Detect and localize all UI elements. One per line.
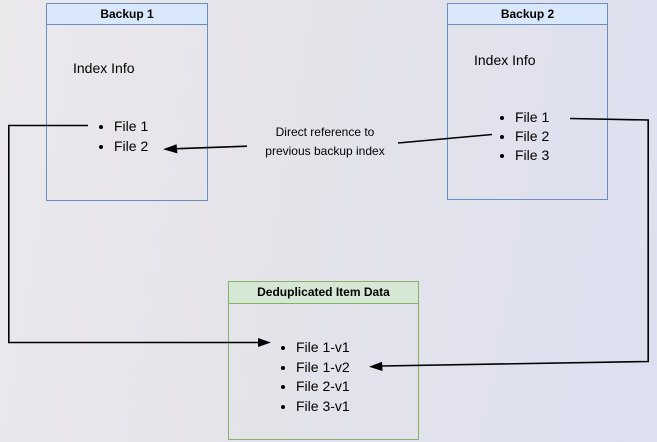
dedup-box: Deduplicated Item Data File 1-v1 File 1-… <box>228 281 419 440</box>
list-item: File 2 <box>515 127 549 146</box>
list-item: File 1-v1 <box>296 338 350 358</box>
list-item: File 3-v1 <box>296 397 350 417</box>
list-item: File 1 <box>515 108 549 127</box>
backup2-box: Backup 2 Index Info File 1 File 2 File 3 <box>447 3 608 200</box>
list-item: File 3 <box>515 146 549 165</box>
list-item: File 1-v2 <box>296 358 350 378</box>
backup1-box: Backup 1 Index Info File 1 File 2 <box>46 3 208 201</box>
direct-reference-label-line1: Direct reference to <box>275 125 375 139</box>
backup2-file-list: File 1 File 2 File 3 <box>497 108 549 165</box>
backup1-file-list: File 1 File 2 <box>96 116 148 156</box>
dedup-file-list: File 1-v1 File 1-v2 File 2-v1 File 3-v1 <box>278 338 350 416</box>
direct-reference-label: Direct reference to previous backup inde… <box>229 123 421 160</box>
dedup-title: Deduplicated Item Data <box>229 282 418 304</box>
backup2-title: Backup 2 <box>448 4 607 25</box>
backup1-section-label: Index Info <box>73 60 135 76</box>
list-item: File 2-v1 <box>296 377 350 397</box>
backup2-section-label: Index Info <box>474 52 536 68</box>
list-item: File 1 <box>114 116 148 136</box>
direct-reference-label-line2: previous backup index <box>265 143 385 158</box>
backup1-title: Backup 1 <box>47 4 207 25</box>
list-item: File 2 <box>114 136 148 156</box>
